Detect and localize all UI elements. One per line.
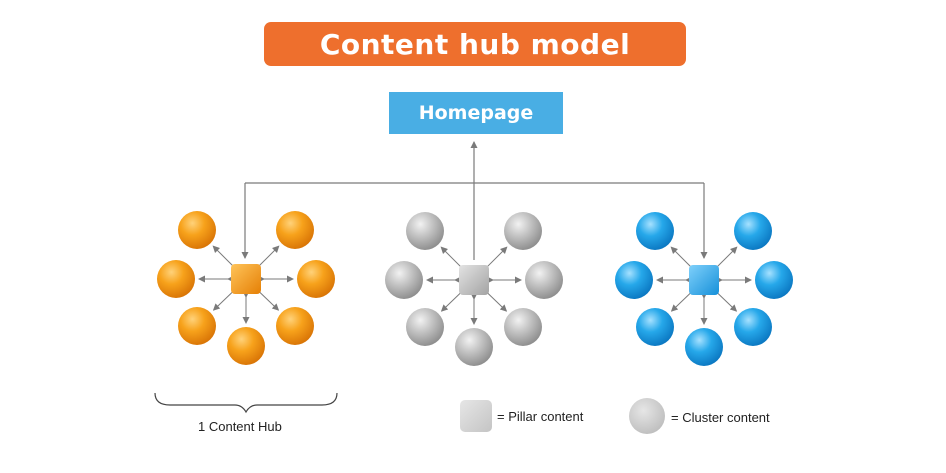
link-arrow [480,246,508,274]
hub-caption: 1 Content Hub [198,419,282,434]
pillar-content-square [459,265,489,295]
cluster-content-sphere [406,308,444,346]
title-banner: Content hub model [264,22,686,66]
link-arrow [440,246,468,274]
cluster-content-sphere [636,308,674,346]
hubs-layer [157,211,793,366]
pillar-legend-icon [460,400,492,432]
cluster-content-sphere [455,328,493,366]
cluster-content-sphere [615,261,653,299]
cluster-content-sphere [755,261,793,299]
cluster-content-sphere [734,308,772,346]
cluster-legend-icon [629,398,665,434]
cluster-content-sphere [406,212,444,250]
link-arrow [670,246,698,274]
cluster-content-sphere [504,212,542,250]
content-hub-bracket [154,392,338,414]
cluster-content-sphere [227,327,265,365]
blue-hub [615,212,793,366]
cluster-content-sphere [276,211,314,249]
cluster-content-sphere [297,260,335,298]
cluster-content-sphere [636,212,674,250]
pillar-content-square [231,264,261,294]
hub-connectors [241,141,708,260]
cluster-content-sphere [178,211,216,249]
cluster-content-sphere [504,308,542,346]
link-arrow [252,245,280,273]
link-arrow [212,245,240,273]
pillar-content-square [689,265,719,295]
orange-hub [157,211,335,365]
cluster-content-sphere [178,307,216,345]
link-arrow [710,285,738,312]
link-arrow [480,286,508,312]
homepage-label: Homepage [418,102,534,124]
link-arrow [440,286,468,312]
link-arrow [710,246,738,274]
cluster-content-sphere [276,307,314,345]
cluster-content-sphere [525,261,563,299]
link-arrow [670,285,698,312]
link-arrow [212,284,240,311]
homepage-box: Homepage [389,92,563,134]
gray-hub [385,212,563,366]
page-title: Content hub model [319,27,631,61]
cluster-legend-label: = Cluster content [671,410,770,425]
cluster-content-sphere [385,261,423,299]
cluster-content-sphere [685,328,723,366]
pillar-legend-label: = Pillar content [497,409,584,424]
cluster-content-sphere [157,260,195,298]
cluster-content-sphere [734,212,772,250]
link-arrow [252,284,280,311]
